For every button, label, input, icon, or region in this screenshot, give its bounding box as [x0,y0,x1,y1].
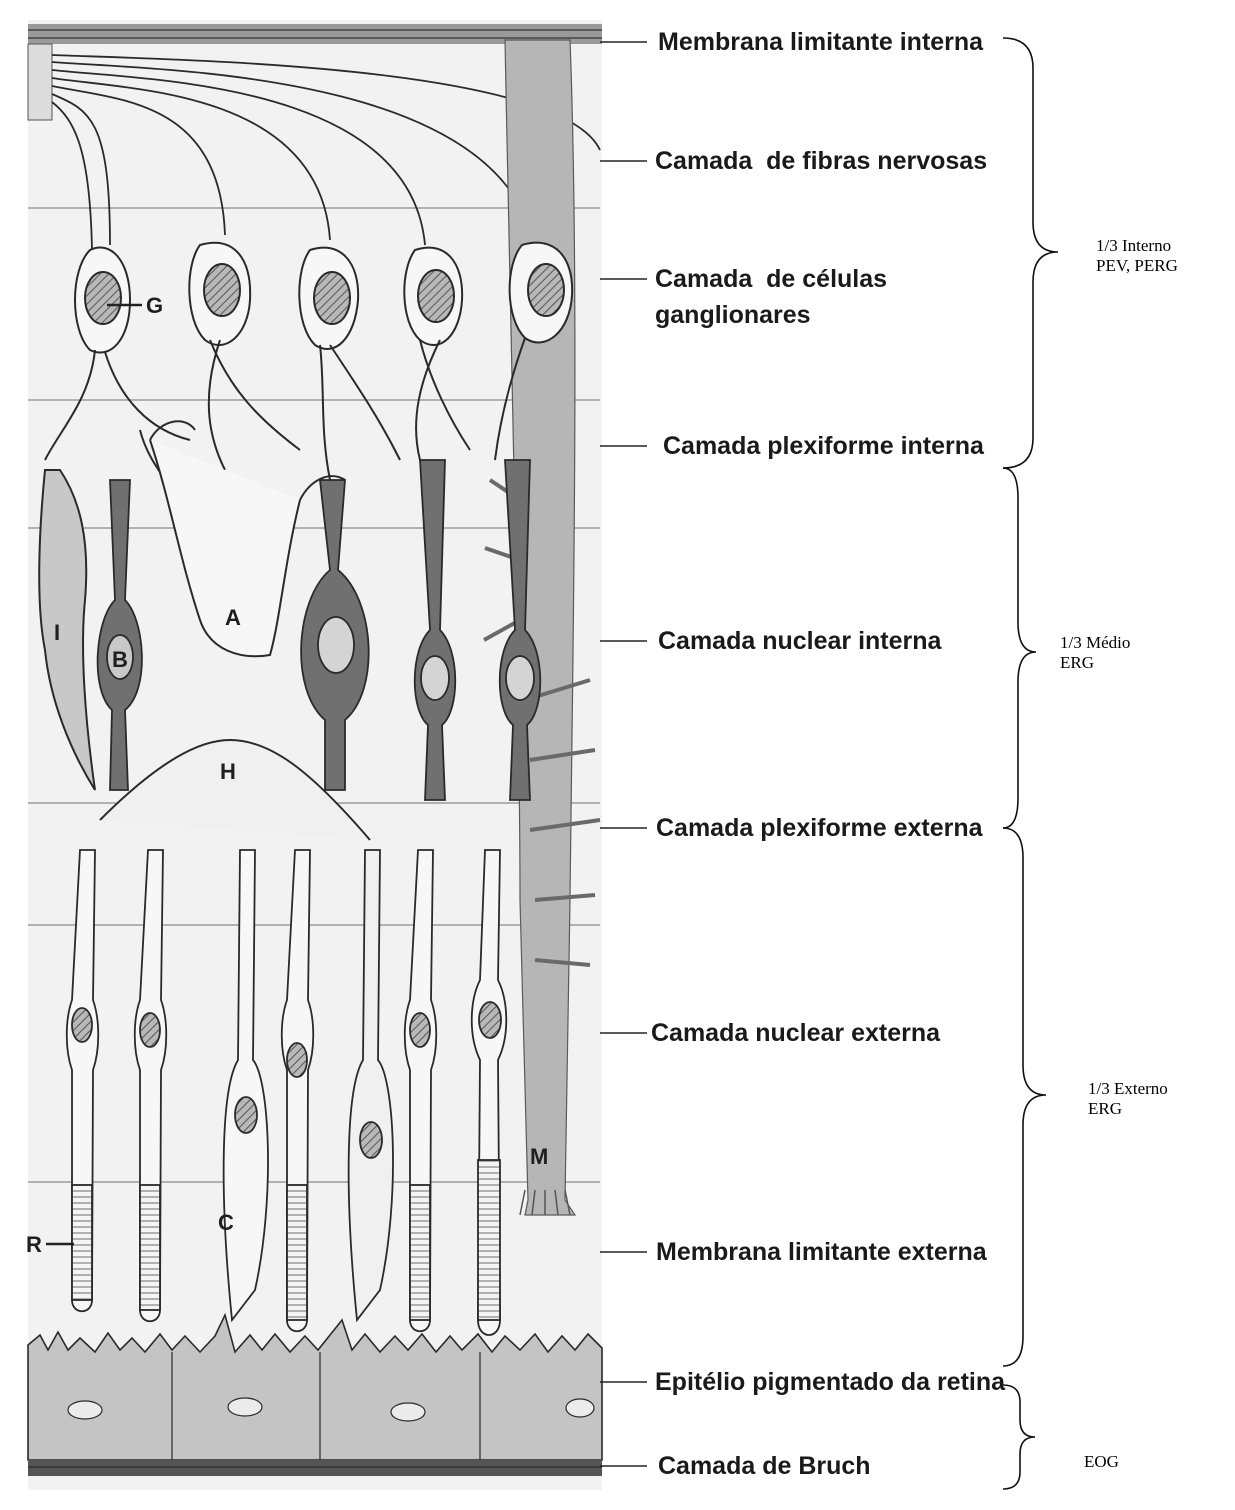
section-inner-line2: PEV, PERG [1096,256,1178,276]
letter-b: B [112,647,128,672]
letter-i: I [54,620,60,645]
section-eog-line1: EOG [1084,1452,1119,1472]
label-ganglion-cell-layer-line1: Camada de células [655,265,887,293]
label-nerve-fiber-layer: Camada de fibras nervosas [655,147,987,175]
label-outer-plexiform-layer: Camada plexiforme externa [656,814,984,842]
letter-m: M [530,1144,548,1169]
bruch-membrane [28,1460,602,1476]
section-middle-line2: ERG [1060,653,1130,673]
brace-eog [1003,1385,1035,1489]
letter-r: R [26,1232,42,1257]
section-middle-line1: 1/3 Médio [1060,633,1130,653]
section-label-middle: 1/3 Médio ERG [1060,633,1130,673]
label-inner-limiting-membrane: Membrana limitante interna [658,28,984,56]
letter-g: G [146,293,163,318]
label-inner-nuclear-layer: Camada nuclear interna [658,627,943,655]
letter-h: H [220,759,236,784]
section-inner-line1: 1/3 Interno [1096,236,1178,256]
section-label-outer: 1/3 Externo ERG [1088,1079,1168,1119]
label-retinal-pigment-epithelium: Epitélio pigmentado da retina [655,1368,1006,1396]
section-outer-line2: ERG [1088,1099,1168,1119]
label-outer-nuclear-layer: Camada nuclear externa [651,1019,941,1047]
label-inner-plexiform-layer: Camada plexiforme interna [663,432,985,460]
label-ganglion-cell-layer-line2: ganglionares [655,301,811,329]
brace-inner [1003,38,1058,468]
layer-labels: Membrana limitante interna Camada de fib… [600,28,1006,1480]
letter-a: A [225,605,241,630]
section-outer-line1: 1/3 Externo [1088,1079,1168,1099]
brace-outer [1003,828,1046,1366]
section-braces [1003,38,1058,1489]
label-outer-limiting-membrane: Membrana limitante externa [656,1238,988,1266]
letter-c: C [218,1210,234,1235]
brace-middle [1003,468,1036,828]
section-label-eog: EOG [1084,1452,1119,1472]
label-bruch-layer: Camada de Bruch [658,1452,871,1480]
section-label-inner: 1/3 Interno PEV, PERG [1096,236,1178,276]
